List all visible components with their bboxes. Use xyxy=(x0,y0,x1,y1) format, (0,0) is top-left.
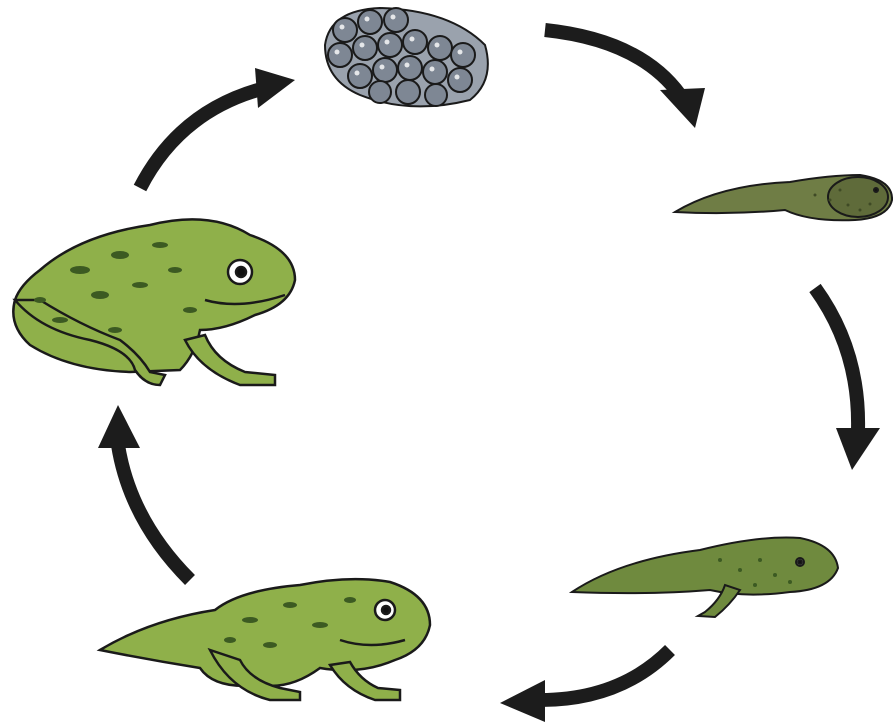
frog-eggs-icon xyxy=(325,8,488,106)
arrow-adult-to-eggs-head xyxy=(255,68,295,108)
adult-frog-icon xyxy=(13,219,295,385)
arrow-adult-to-eggs xyxy=(140,88,265,188)
arrow-eggs-to-tadpole-head xyxy=(660,88,705,128)
arrow-froglet-to-adult-head xyxy=(98,405,140,448)
arrow-froglet-to-adult xyxy=(118,445,190,580)
arrow-tadpole-to-legs xyxy=(815,288,858,430)
tadpole-with-legs-icon xyxy=(572,538,838,618)
arrow-legs-to-froglet xyxy=(540,650,670,700)
froglet-icon xyxy=(100,579,430,700)
tadpole-icon xyxy=(675,175,892,220)
arrow-eggs-to-tadpole xyxy=(545,30,680,95)
arrow-legs-to-froglet-head xyxy=(500,680,545,722)
arrow-tadpole-to-legs-head xyxy=(836,428,880,470)
